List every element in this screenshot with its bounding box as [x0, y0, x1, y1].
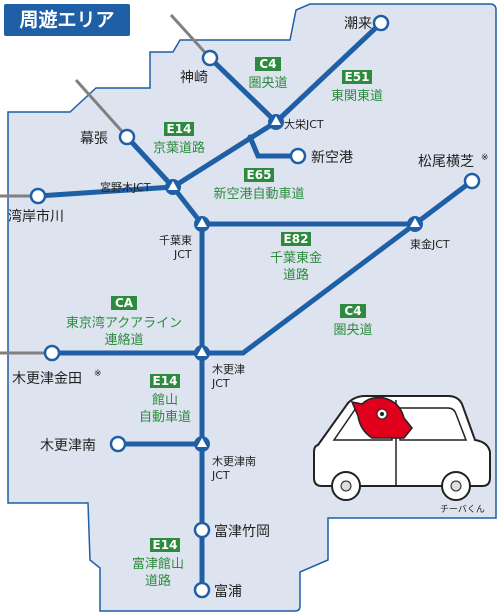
jct-chibahigashi-label-1: 千葉東	[159, 233, 192, 247]
road-badge	[255, 57, 281, 71]
road-badge	[150, 374, 180, 388]
place-matsuo: 松尾横芝	[418, 154, 474, 170]
jct-kisarazuminami-label-1: 木更津南	[212, 455, 256, 468]
ic-kanzaki-marker	[201, 49, 219, 67]
road-number: E51	[345, 70, 370, 84]
jct-kisarazu-label-2: JCT	[211, 377, 230, 390]
road-e51: E51 東関東道	[331, 70, 383, 104]
road-number: E14	[153, 374, 178, 388]
road-badge	[340, 304, 366, 318]
road-ca: CA 東京湾アクアライン 連絡道	[66, 296, 182, 348]
ic-matsuo-marker	[463, 172, 481, 190]
jct-kisarazuminami-marker	[194, 436, 210, 452]
jct-chibahigashi-label-2: JCT	[173, 248, 192, 261]
jct-miyanogi-marker	[165, 179, 181, 195]
mascot-caption: チーバくん	[440, 504, 485, 515]
road-name-1: 館山	[152, 393, 178, 408]
road-badge	[111, 296, 137, 310]
jct-miyanogi-label: 宮野木JCT	[100, 180, 151, 194]
ic-takeoka-marker	[193, 521, 211, 539]
place-makuhari: 幕張	[80, 131, 108, 147]
road-name-2: 道路	[283, 267, 309, 283]
road-c4-top: C4 圏央道	[248, 57, 288, 91]
ic-futtsu-marker	[193, 581, 211, 599]
ic-makuhari-marker	[118, 128, 136, 146]
road-badge	[150, 538, 180, 552]
road-number: CA	[115, 296, 134, 310]
road-name-1: 東京湾アクアライン	[66, 315, 182, 331]
ic-shinkuko-marker	[289, 147, 307, 165]
place-wangan: 湾岸市川	[8, 208, 64, 225]
road-name-1: 富津館山	[132, 556, 184, 572]
jct-oei-label: 大栄JCT	[284, 117, 324, 131]
place-takeoka: 富津竹岡	[214, 523, 270, 540]
expressways	[35, 20, 475, 593]
road-number: E65	[247, 168, 272, 182]
external-roads	[0, 13, 212, 355]
place-shinkuko: 新空港	[311, 150, 353, 166]
jct-togane-label: 東金JCT	[410, 237, 450, 251]
road-badge	[342, 70, 372, 84]
ic-wangan-marker	[29, 187, 47, 205]
ic-kisarazuminami-marker	[109, 435, 127, 453]
road-badge	[164, 122, 194, 136]
road-e14-bottom: E14 富津館山 道路	[132, 538, 184, 589]
road-name: 圏央道	[248, 76, 287, 91]
place-kisarazuminami: 木更津南	[40, 438, 96, 454]
jct-chibahigashi-marker	[194, 216, 210, 232]
area-title: 周遊エリア	[4, 4, 130, 36]
jct-oei-marker	[268, 114, 284, 130]
road-name-2: 道路	[145, 573, 171, 589]
asterisk-kaneda: ※	[94, 369, 102, 379]
road-name: 新空港自動車道	[213, 186, 304, 202]
road-name-2: 自動車道	[139, 410, 191, 425]
place-futtsu: 富浦	[214, 583, 242, 600]
road-number: C4	[344, 304, 361, 318]
jct-kisarazu-label-1: 木更津	[212, 363, 245, 376]
road-badge	[281, 232, 311, 246]
road-c4-bottom: C4 圏央道	[333, 304, 373, 338]
place-kaneda: 木更津金田	[12, 371, 82, 387]
ic-choshi-marker	[372, 14, 390, 32]
road-number: E14	[167, 122, 192, 136]
road-number: C4	[259, 57, 276, 71]
place-choshi: 潮来	[344, 16, 372, 32]
road-number: E82	[284, 232, 309, 246]
jct-kisarazuminami-label-2: JCT	[211, 469, 230, 482]
road-e82: E82 千葉東金 道路	[270, 232, 322, 283]
mascot-chiba-kun	[350, 396, 413, 439]
road-e14-mid: E14 館山 自動車道	[139, 374, 191, 425]
road-name-1: 千葉東金	[270, 250, 322, 266]
area-region	[7, 3, 497, 612]
road-badge	[244, 168, 274, 182]
road-name: 圏央道	[333, 323, 372, 338]
junction-markers	[165, 114, 423, 452]
road-name: 東関東道	[331, 88, 383, 104]
place-kanzaki: 神崎	[180, 70, 208, 86]
interchange-markers	[29, 14, 481, 599]
car-illustration: チーバくん	[313, 395, 491, 515]
jct-kisarazu-marker	[194, 345, 210, 361]
ic-kaneda-marker	[43, 344, 61, 362]
road-e65: E65 新空港自動車道	[213, 168, 305, 202]
asterisk-matsuo: ※	[481, 153, 489, 163]
road-e14-top: E14 京葉道路	[153, 122, 205, 156]
jct-togane-marker	[407, 216, 423, 232]
road-name-2: 連絡道	[104, 332, 143, 348]
road-name: 京葉道路	[153, 140, 205, 156]
road-number: E14	[153, 538, 178, 552]
